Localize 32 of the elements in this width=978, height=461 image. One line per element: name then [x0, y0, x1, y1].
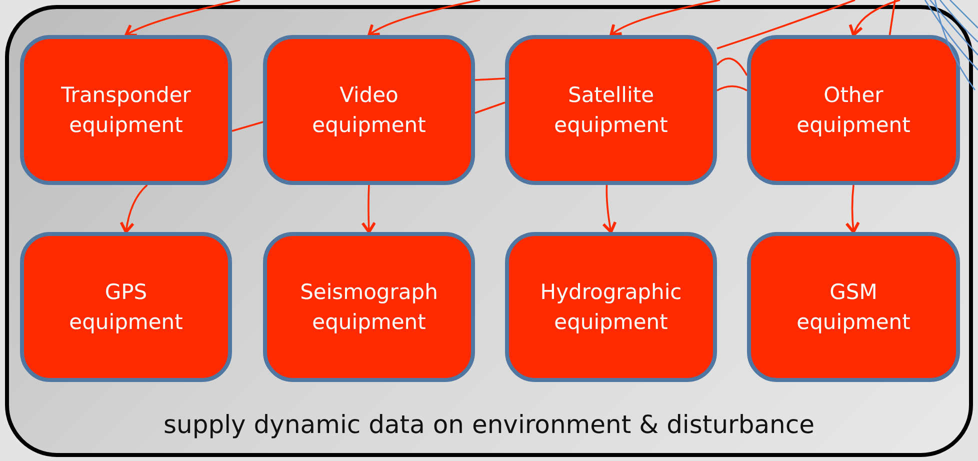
connector-line: [474, 102, 506, 114]
equipment-label: Transponder equipment: [61, 82, 191, 139]
equipment-label: GPS equipment: [69, 278, 183, 336]
connector-line: [716, 58, 748, 76]
equipment-label: Other equipment: [796, 82, 910, 139]
equipment-box: [263, 232, 475, 382]
equipment-label: Hydrographic equipment: [540, 278, 682, 336]
arrow: [610, 0, 720, 36]
connector-line: [716, 85, 748, 92]
arrow: [361, 184, 376, 234]
arrow: [845, 184, 860, 234]
equipment-box: [20, 35, 232, 185]
connector-line: [716, 0, 856, 50]
group-label: supply dynamic data on environment & disturbance: [162, 410, 816, 439]
equipment-box: [505, 35, 717, 185]
equipment-label: Seismograph equipment: [300, 278, 438, 336]
arrow: [124, 0, 240, 38]
arrow: [120, 184, 148, 234]
connector-line: [474, 78, 506, 81]
equipment-label: Satellite equipment: [554, 82, 668, 139]
equipment-box: [505, 232, 717, 382]
connector-line: [888, 0, 896, 36]
equipment-label: Video equipment: [312, 82, 426, 139]
equipment-label: GSM equipment: [796, 278, 910, 336]
arrow: [602, 184, 617, 234]
equipment-box: [747, 35, 960, 185]
arrow: [849, 0, 900, 36]
equipment-box: [20, 232, 232, 382]
arrow: [368, 0, 480, 36]
equipment-box: [747, 232, 960, 382]
equipment-box: [263, 35, 475, 185]
connector-line: [232, 121, 264, 132]
